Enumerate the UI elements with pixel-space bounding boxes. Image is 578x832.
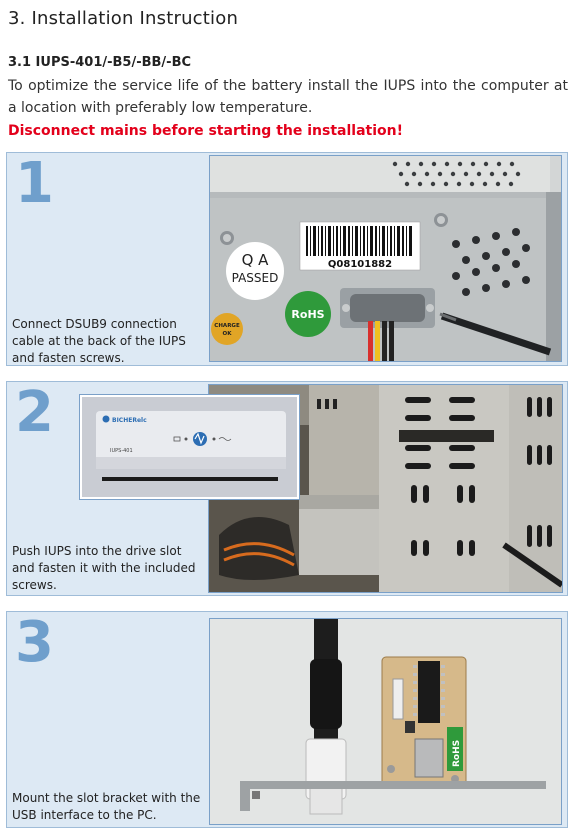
step-caption: Connect DSUB9 connection cable at the ba… — [12, 317, 186, 365]
step-1-photo: Q08101882 Q A PASSED RoHS CHARGE OK — [209, 155, 562, 362]
rohs-label: RoHS — [291, 308, 324, 321]
step-number: 3 — [15, 610, 54, 675]
charge-label: CHARGE — [214, 323, 240, 329]
section-title: 3. Installation Instruction — [8, 8, 239, 29]
intro-paragraph: To optimize the service life of the batt… — [8, 78, 568, 116]
section-subtitle: 3.1 IUPS-401/-B5/-BB/-BC — [8, 55, 192, 70]
step-1-panel: 1 Connect DSUB9 connection cable at the … — [6, 152, 568, 366]
step-3-panel: 3 Mount the slot bracket with the USB in… — [6, 611, 568, 828]
brand-label: BICHERelc — [112, 417, 147, 424]
step-number: 1 — [15, 151, 54, 216]
model-label: IUPS-401 — [110, 448, 133, 454]
step-2-panel: 2 Push IUPS into the drive slot and fast… — [6, 381, 568, 596]
step-2-inset-photo: BICHERelc IUPS-401 — [80, 395, 299, 499]
rohs-label: RoHS — [452, 740, 462, 767]
passed-label: PASSED — [232, 271, 279, 285]
qa-label: Q A — [242, 251, 270, 269]
warning-text: Disconnect mains before starting the ins… — [8, 123, 403, 139]
step-3-photo: RoHS — [209, 618, 562, 825]
step-caption: Mount the slot bracket with the USB inte… — [12, 791, 201, 822]
step-caption: Push IUPS into the drive slot and fasten… — [12, 544, 196, 592]
charge-ok-label: OK — [223, 331, 233, 337]
barcode-label: Q08101882 — [328, 259, 392, 270]
step-number: 2 — [15, 380, 54, 445]
